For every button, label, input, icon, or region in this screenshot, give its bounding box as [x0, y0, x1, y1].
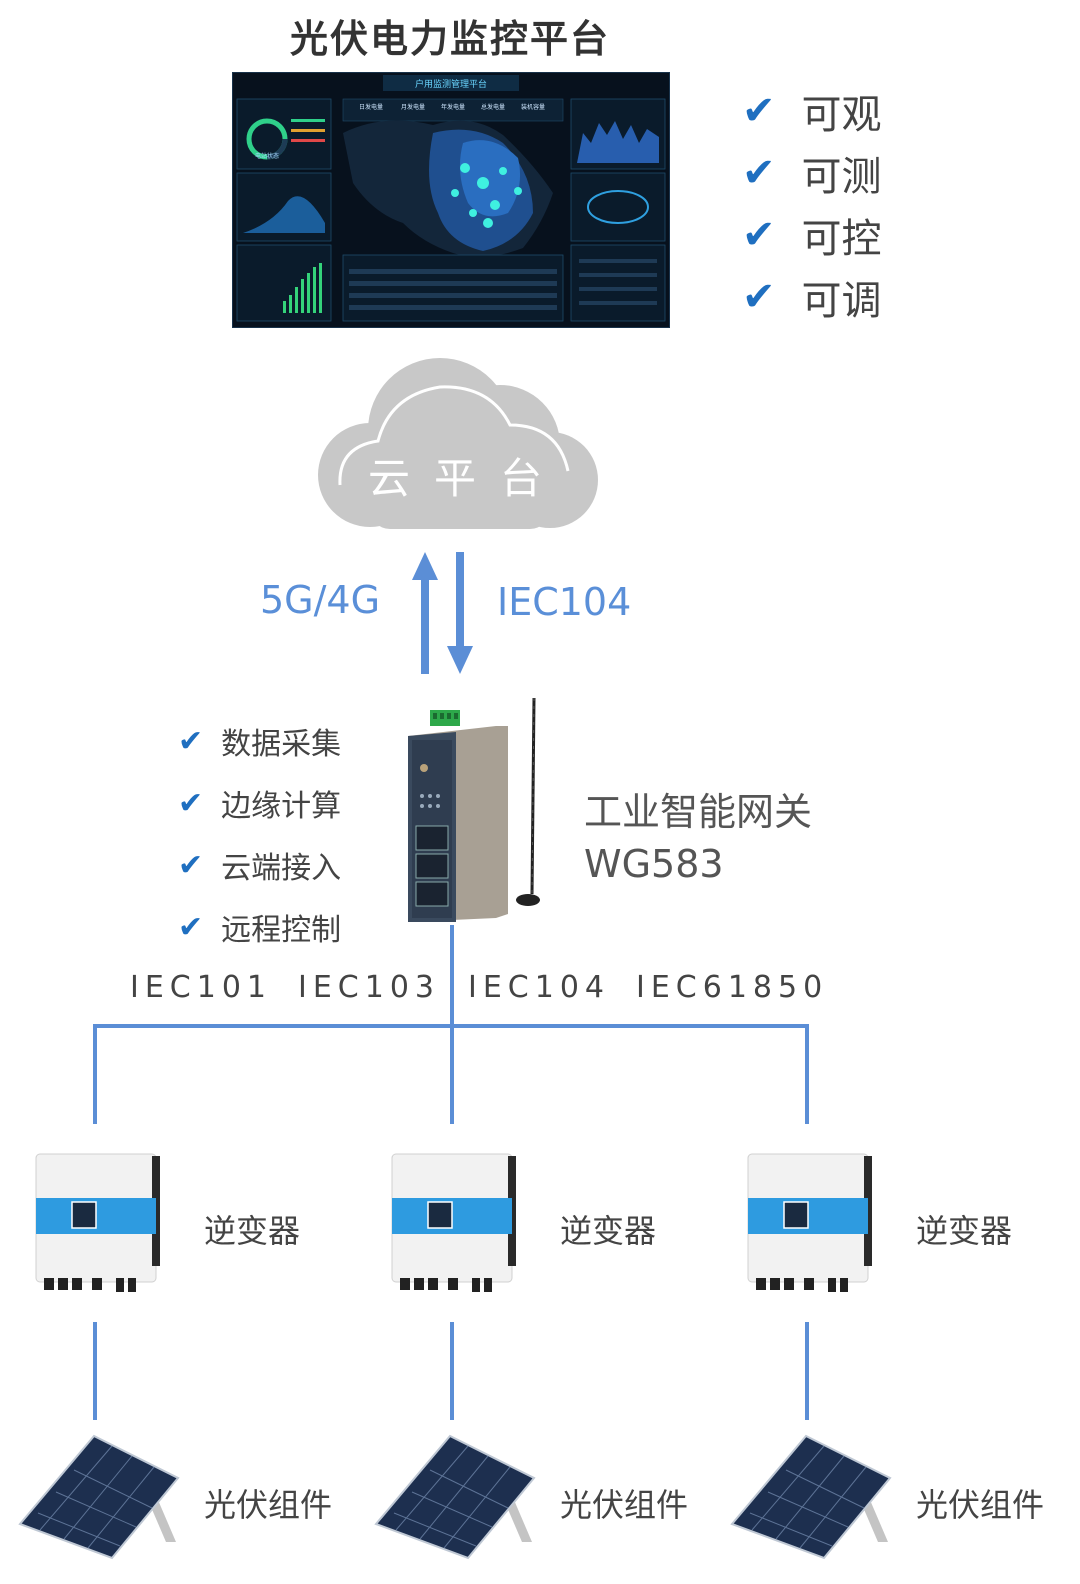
cloud-platform: 云平台 — [300, 355, 604, 535]
feature-label: 可调 — [801, 278, 882, 324]
gateway-name-line1: 工业智能网关 — [584, 790, 813, 834]
solar-panel-1 — [16, 1432, 186, 1566]
protocol-3: IEC104 — [468, 970, 611, 1005]
check-icon: ✔ — [742, 212, 776, 258]
gateway-feature-item: ✔ 数据采集 — [178, 710, 341, 772]
gateway-feature-label: 远程控制 — [221, 913, 342, 948]
gateway-feature-item: ✔ 边缘计算 — [178, 772, 341, 834]
inverter-icon — [35, 1153, 160, 1292]
check-icon: ✔ — [178, 723, 204, 759]
dashboard-header: 户用监测管理平台 — [415, 78, 487, 90]
check-icon: ✔ — [178, 785, 204, 821]
stat-5: 装机容量 — [521, 103, 545, 111]
gateway-name: 工业智能网关 WG583 — [584, 786, 812, 890]
solar-panel-icon — [374, 1434, 536, 1560]
gateway-feature-item: ✔ 云端接入 — [178, 834, 341, 896]
feature-item: ✔ 可测 — [742, 142, 882, 204]
feature-label: 可测 — [801, 154, 882, 200]
check-icon: ✔ — [742, 274, 776, 320]
inverter-label-2: 逆变器 — [560, 1212, 657, 1250]
inverter-icon — [391, 1153, 516, 1292]
gateway-feature-label: 数据采集 — [221, 727, 342, 762]
gateway-feature-list: ✔ 数据采集 ✔ 边缘计算 ✔ 云端接入 ✔ 远程控制 — [178, 710, 341, 958]
dashboard-graphic: 户用监测管理平台 日发电量 月发电量 年发电量 总发电量 装机容量 电站状态 — [233, 73, 669, 327]
protocol-1: IEC101 — [130, 970, 273, 1005]
check-icon: ✔ — [178, 847, 204, 883]
monitoring-dashboard-image: 户用监测管理平台 日发电量 月发电量 年发电量 总发电量 装机容量 电站状态 — [232, 72, 670, 328]
gateway-device-icon — [408, 697, 540, 922]
inverter-2 — [390, 1150, 520, 1304]
gateway-feature-item: ✔ 远程控制 — [178, 896, 341, 958]
solar-panel-icon — [18, 1434, 180, 1560]
gateway-feature-label: 边缘计算 — [221, 789, 342, 824]
feature-item: ✔ 可观 — [742, 80, 882, 142]
inverter-label-1: 逆变器 — [204, 1212, 301, 1250]
stat-2: 月发电量 — [401, 103, 425, 111]
feature-item: ✔ 可调 — [742, 266, 882, 328]
solar-panel-2 — [372, 1432, 542, 1566]
uplink-label-left: 5G/4G — [260, 578, 381, 622]
panel-label-3: 光伏组件 — [916, 1486, 1045, 1524]
stat-1: 日发电量 — [359, 103, 383, 111]
inverter-1 — [34, 1150, 164, 1304]
feature-label: 可控 — [801, 216, 882, 262]
protocol-4: IEC61850 — [636, 970, 829, 1005]
check-icon: ✔ — [742, 150, 776, 196]
panel-label-1: 光伏组件 — [204, 1486, 333, 1524]
check-icon: ✔ — [178, 909, 204, 945]
gateway-model: WG583 — [584, 842, 724, 886]
inverter-icon — [747, 1153, 872, 1292]
uplink-label-right: IEC104 — [497, 580, 632, 624]
solar-panel-3 — [728, 1432, 898, 1566]
cloud-icon — [318, 358, 598, 529]
feature-label: 可观 — [801, 92, 882, 138]
solar-panel-icon — [730, 1434, 892, 1560]
cloud-label: 云平台 — [368, 454, 567, 503]
feature-item: ✔ 可控 — [742, 204, 882, 266]
panel-label-2: 光伏组件 — [560, 1486, 689, 1524]
inverter-3 — [746, 1150, 876, 1304]
top-feature-list: ✔ 可观 ✔ 可测 ✔ 可控 ✔ 可调 — [742, 80, 882, 328]
gateway-feature-label: 云端接入 — [221, 851, 342, 886]
protocol-2: IEC103 — [298, 970, 441, 1005]
check-icon: ✔ — [742, 88, 776, 134]
page-title: 光伏电力监控平台 — [289, 17, 610, 61]
dashboard-stats: 日发电量 月发电量 年发电量 总发电量 装机容量 — [342, 98, 564, 122]
stat-3: 年发电量 — [441, 103, 465, 111]
inverter-label-3: 逆变器 — [916, 1212, 1013, 1250]
stat-4: 总发电量 — [481, 103, 505, 111]
bidirectional-arrow-icon — [412, 552, 473, 674]
gauge-label: 电站状态 — [255, 152, 279, 160]
